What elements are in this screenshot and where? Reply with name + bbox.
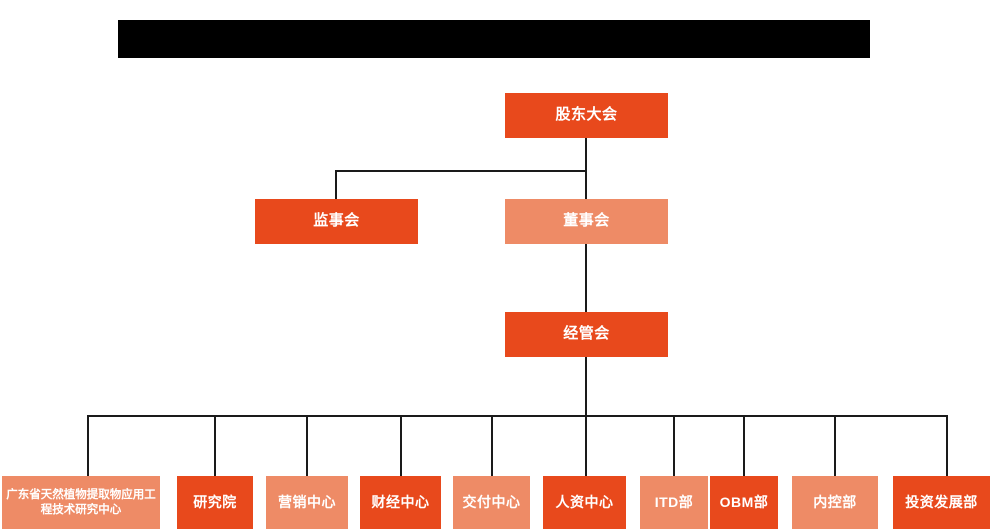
org-node-label: 股东大会 <box>555 106 618 124</box>
org-node-investment[interactable]: 投资发展部 <box>893 476 990 529</box>
org-node-label: ITD部 <box>654 493 694 510</box>
org-node-label: 人资中心 <box>555 493 614 510</box>
connector-leaf-drop-5 <box>491 415 493 476</box>
org-node-label: 营销中心 <box>278 493 336 510</box>
org-node-management[interactable]: 经管会 <box>505 312 668 357</box>
connector-leaf-drop-7 <box>673 415 675 476</box>
connector-leaf-drop-1 <box>87 415 89 476</box>
org-node-itd[interactable]: ITD部 <box>640 476 708 529</box>
connector-leaf-drop-10 <box>946 415 948 476</box>
org-node-delivery[interactable]: 交付中心 <box>453 476 530 529</box>
org-node-label: 内控部 <box>813 493 857 510</box>
org-node-label: 研究院 <box>193 493 237 510</box>
connector-lvl2-bus <box>335 170 587 172</box>
org-node-rnd-center[interactable]: 广东省天然植物提取物应用工程技术研究中心 <box>2 476 160 529</box>
connector-supervisors-drop <box>335 170 337 199</box>
org-node-shareholders[interactable]: 股东大会 <box>505 93 668 138</box>
org-node-label: 投资发展部 <box>905 493 978 510</box>
org-node-hr[interactable]: 人资中心 <box>543 476 626 529</box>
org-node-label: 董事会 <box>563 212 610 230</box>
org-node-label: 广东省天然植物提取物应用工程技术研究中心 <box>6 489 156 516</box>
org-node-internal-ctrl[interactable]: 内控部 <box>792 476 878 529</box>
connector-leaf-bus <box>87 415 946 417</box>
org-node-label: 交付中心 <box>462 493 521 510</box>
connector-leaf-drop-4 <box>400 415 402 476</box>
org-node-label: OBM部 <box>719 493 769 510</box>
org-node-label: 监事会 <box>313 212 360 230</box>
org-node-label: 财经中心 <box>371 493 430 510</box>
org-node-research-inst[interactable]: 研究院 <box>177 476 253 529</box>
connector-leaf-drop-8 <box>743 415 745 476</box>
connector-board-to-mgmt <box>585 244 587 312</box>
org-node-finance[interactable]: 财经中心 <box>360 476 441 529</box>
org-node-obm[interactable]: OBM部 <box>710 476 778 529</box>
org-node-supervisors[interactable]: 监事会 <box>255 199 418 244</box>
org-node-marketing[interactable]: 营销中心 <box>266 476 348 529</box>
connector-shareholders-drop <box>585 138 587 199</box>
org-node-label: 经管会 <box>563 325 610 343</box>
connector-leaf-drop-3 <box>306 415 308 476</box>
redacted-title-block <box>118 20 870 58</box>
org-node-board[interactable]: 董事会 <box>505 199 668 244</box>
connector-leaf-drop-2 <box>214 415 216 476</box>
connector-leaf-drop-9 <box>834 415 836 476</box>
